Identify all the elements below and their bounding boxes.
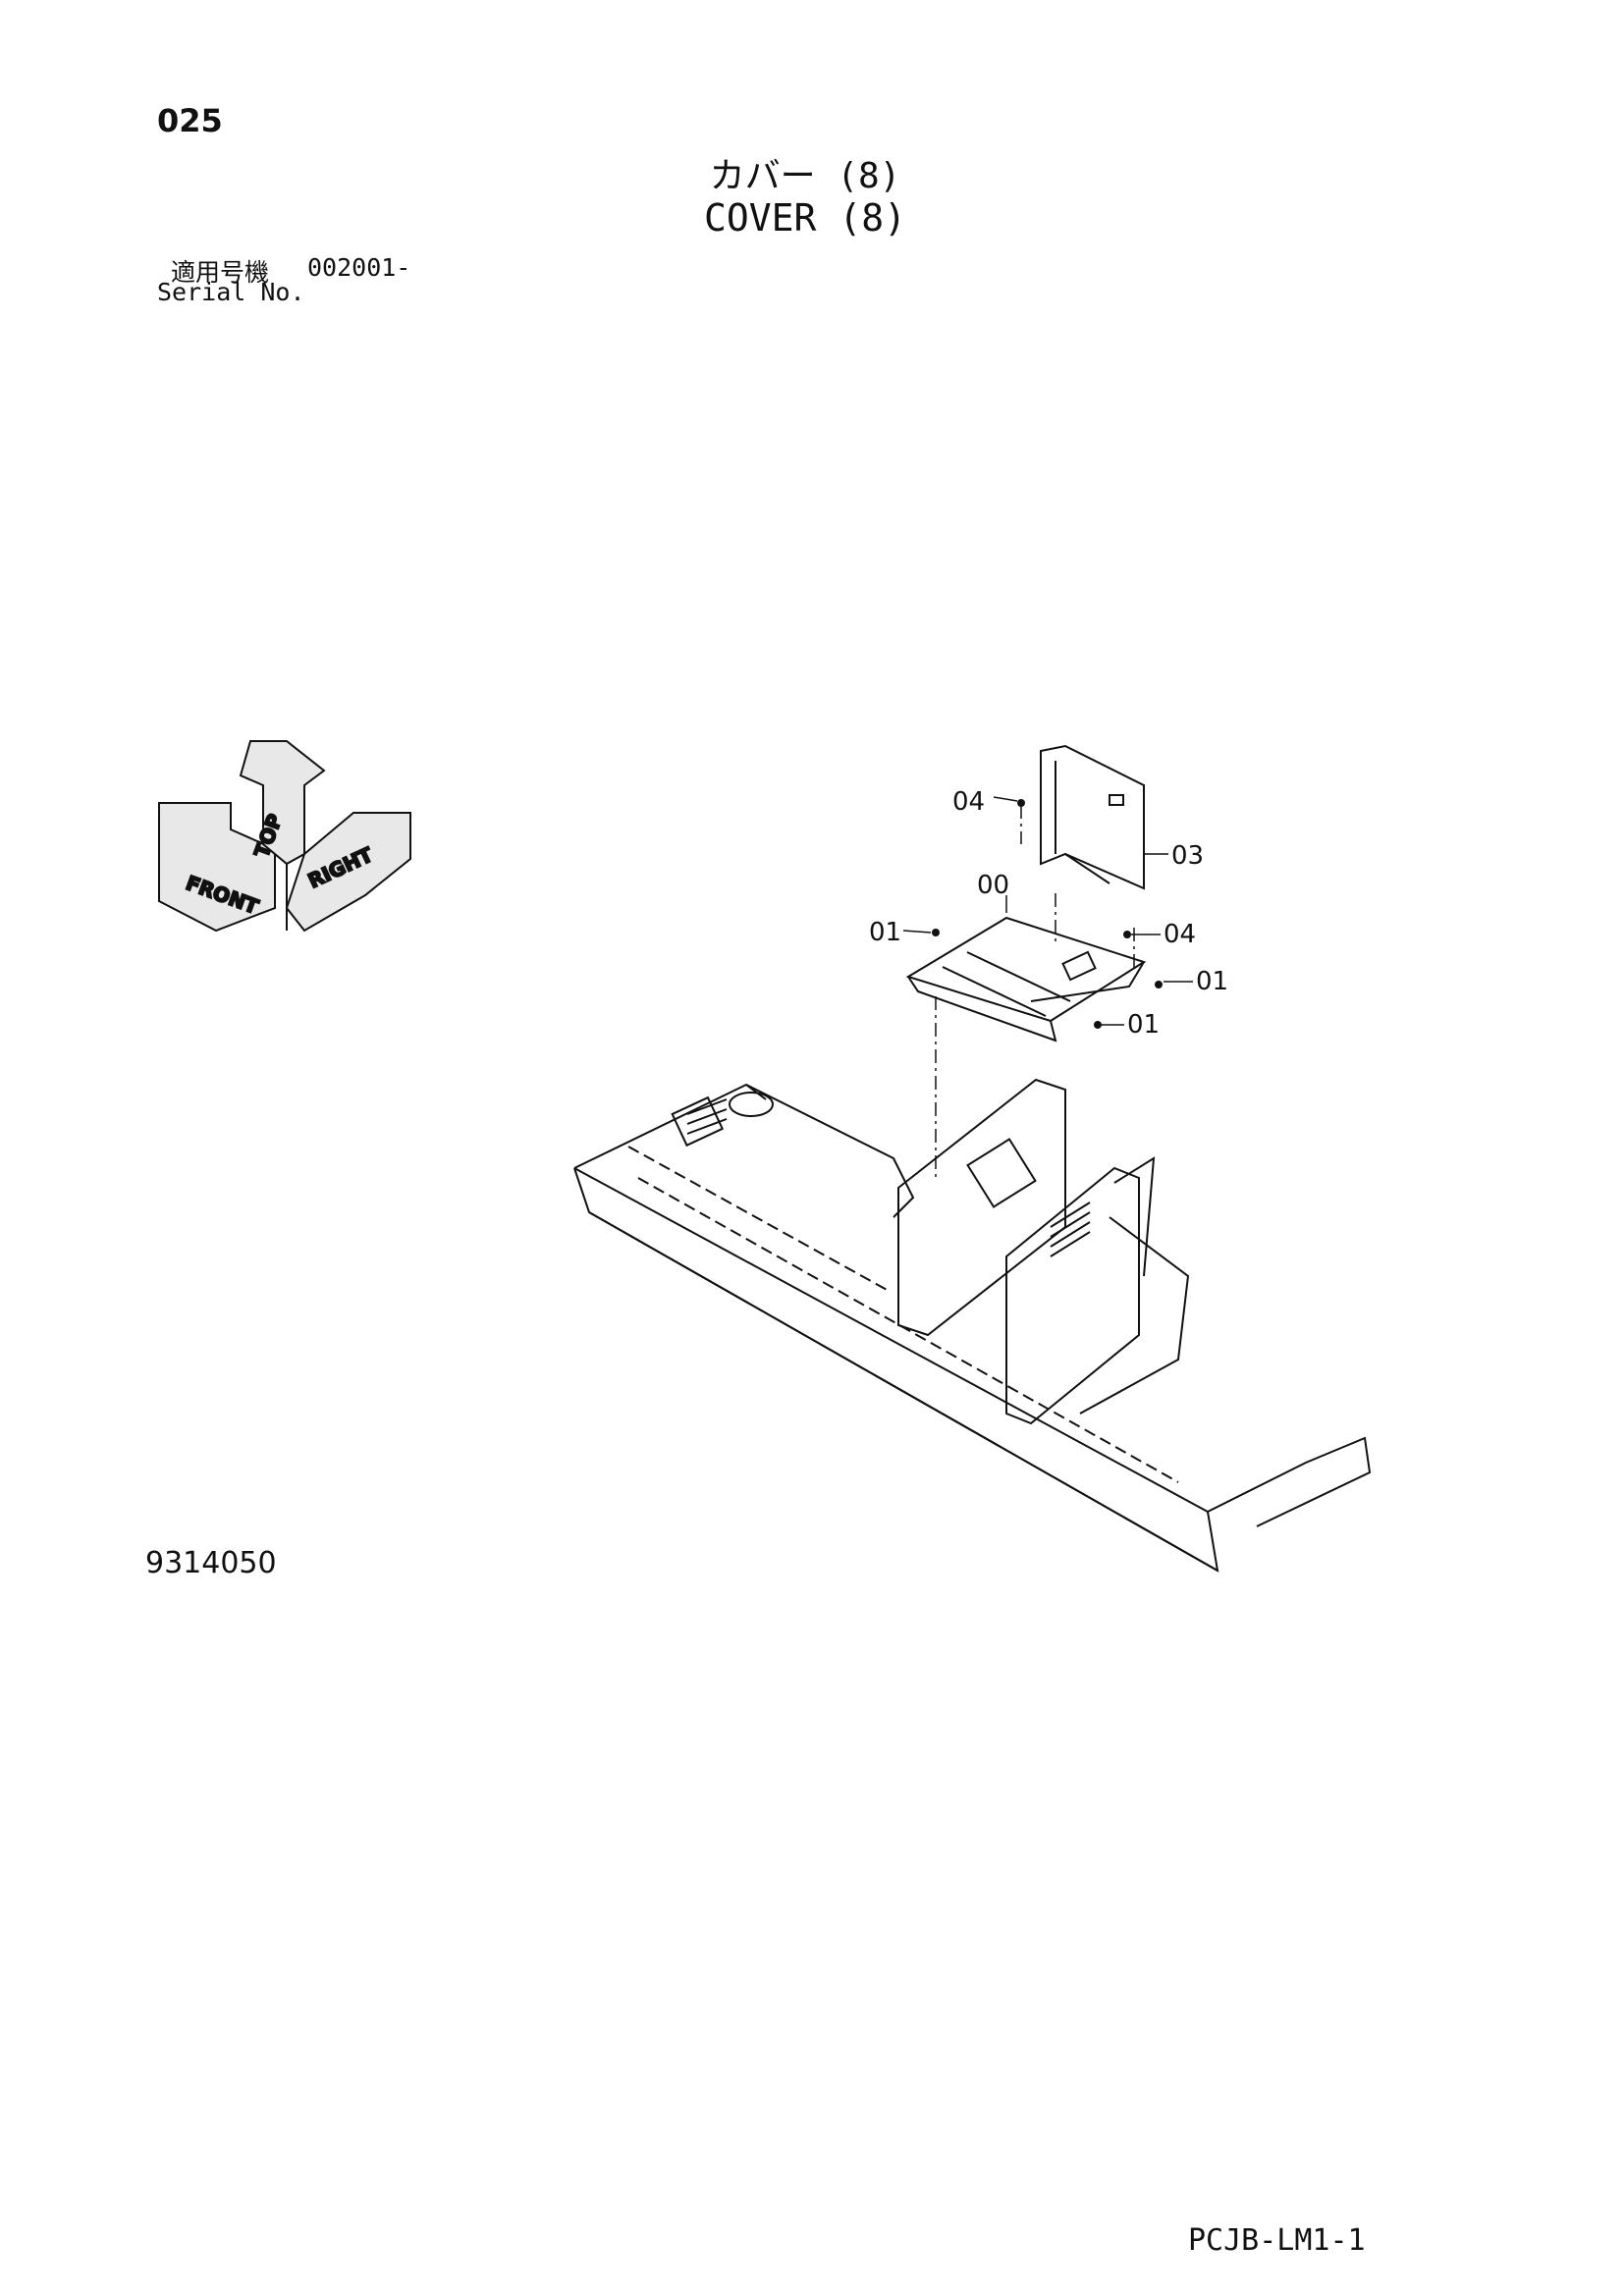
callout-04-right: 04 [1164, 920, 1196, 949]
front-arrow-shape [158, 802, 276, 933]
serial-label-japanese: 適用号機 [171, 258, 270, 287]
callout-00: 00 [977, 871, 1009, 900]
orientation-indicator: FRONT RIGHT TOP [158, 740, 411, 933]
figure-number: 9314050 [145, 1546, 277, 1580]
callout-03: 03 [1171, 841, 1204, 871]
upright-panels [897, 1078, 1156, 1425]
document-code: PCJB-LM1-1 [1188, 2223, 1366, 2258]
callout-01-right: 01 [1196, 967, 1228, 996]
callout-04-upper: 04 [952, 787, 985, 817]
assembly-lines [935, 805, 1135, 1178]
callout-01-left: 01 [869, 918, 901, 947]
leader-lines [902, 796, 1193, 1026]
right-arrow-shape [285, 812, 411, 933]
serial-label-english: Serial No. [157, 278, 305, 306]
title-japanese: カバー (8) [709, 156, 901, 196]
page-number: 025 [157, 102, 223, 139]
top-arrow-shape [239, 740, 326, 866]
serial-range: 002001- [307, 253, 411, 282]
chassis-frame [573, 1083, 1372, 1573]
cover-plate [905, 916, 1147, 1042]
title-english: COVER (8) [704, 196, 906, 240]
callout-01-bottom: 01 [1127, 1010, 1160, 1040]
bolts [932, 799, 1163, 1029]
upper-cover [1040, 744, 1145, 890]
